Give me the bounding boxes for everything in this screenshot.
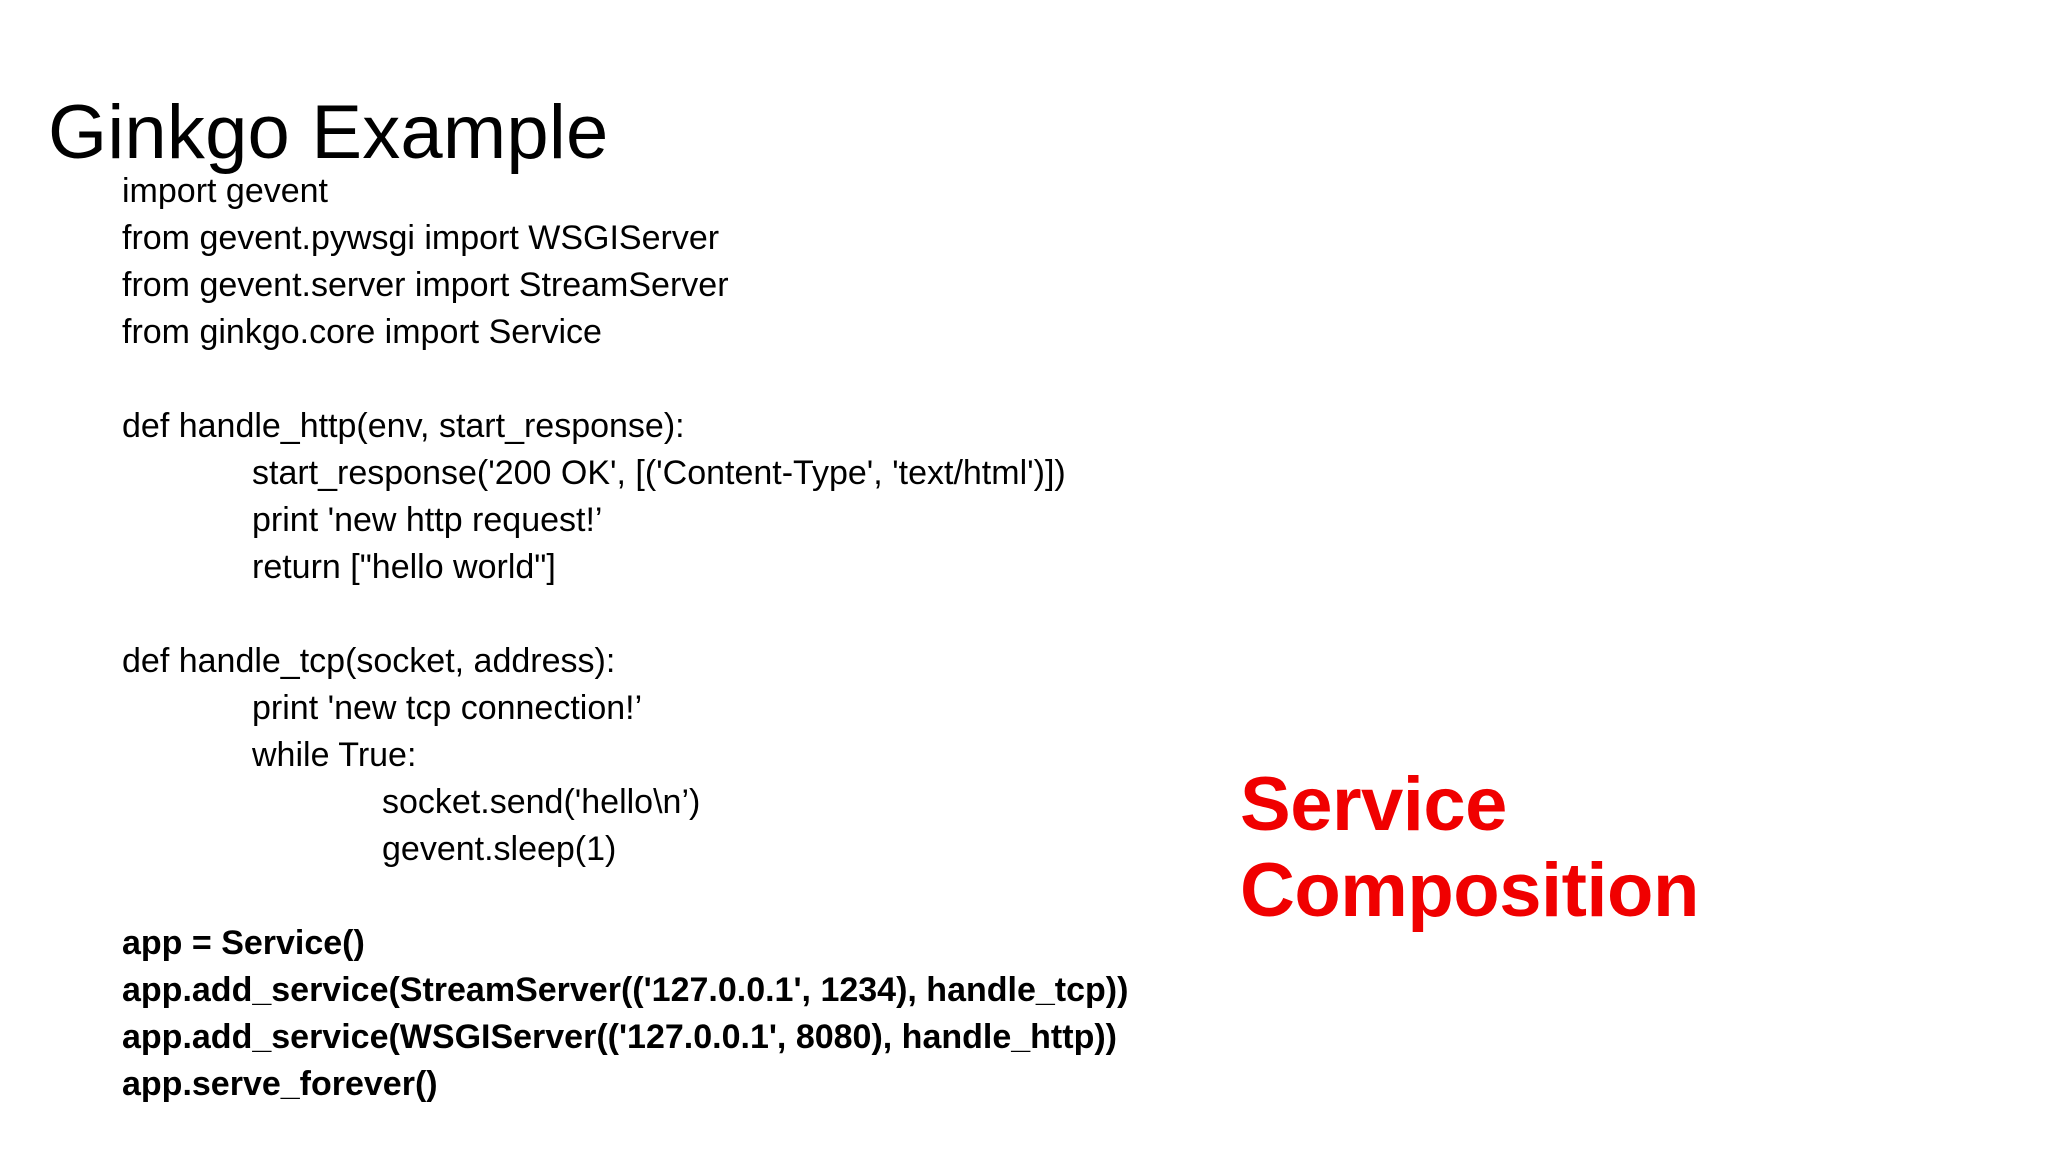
code-line: app.serve_forever() [122, 1065, 438, 1103]
code-line: gevent.sleep(1) [382, 830, 617, 868]
code-line: return ["hello world"] [252, 548, 556, 586]
code-line: import gevent [122, 172, 328, 210]
page-title: Ginkgo Example [48, 89, 609, 175]
code-line: app.add_service(StreamServer(('127.0.0.1… [122, 971, 1129, 1009]
code-block: import gevent from gevent.pywsgi import W… [122, 168, 1472, 1108]
code-line: from gevent.pywsgi import WSGIServer [122, 219, 720, 257]
code-line: def handle_tcp(socket, address): [122, 642, 616, 680]
code-line: start_response('200 OK', [('Content-Type… [252, 454, 1066, 492]
code-line: from gevent.server import StreamServer [122, 266, 729, 304]
code-line: while True: [252, 736, 417, 774]
code-line: def handle_http(env, start_response): [122, 407, 685, 445]
code-line: from ginkgo.core import Service [122, 313, 602, 351]
service-composition-annotation: Service Composition [1240, 762, 1699, 933]
code-line: socket.send('hello\n’) [382, 783, 701, 821]
code-line: print 'new http request!’ [252, 501, 603, 539]
code-line: app = Service() [122, 924, 365, 962]
code-line [122, 356, 1472, 403]
code-line: print 'new tcp connection!’ [252, 689, 643, 727]
code-line: app.add_service(WSGIServer(('127.0.0.1',… [122, 1018, 1117, 1056]
code-line [122, 591, 1472, 638]
